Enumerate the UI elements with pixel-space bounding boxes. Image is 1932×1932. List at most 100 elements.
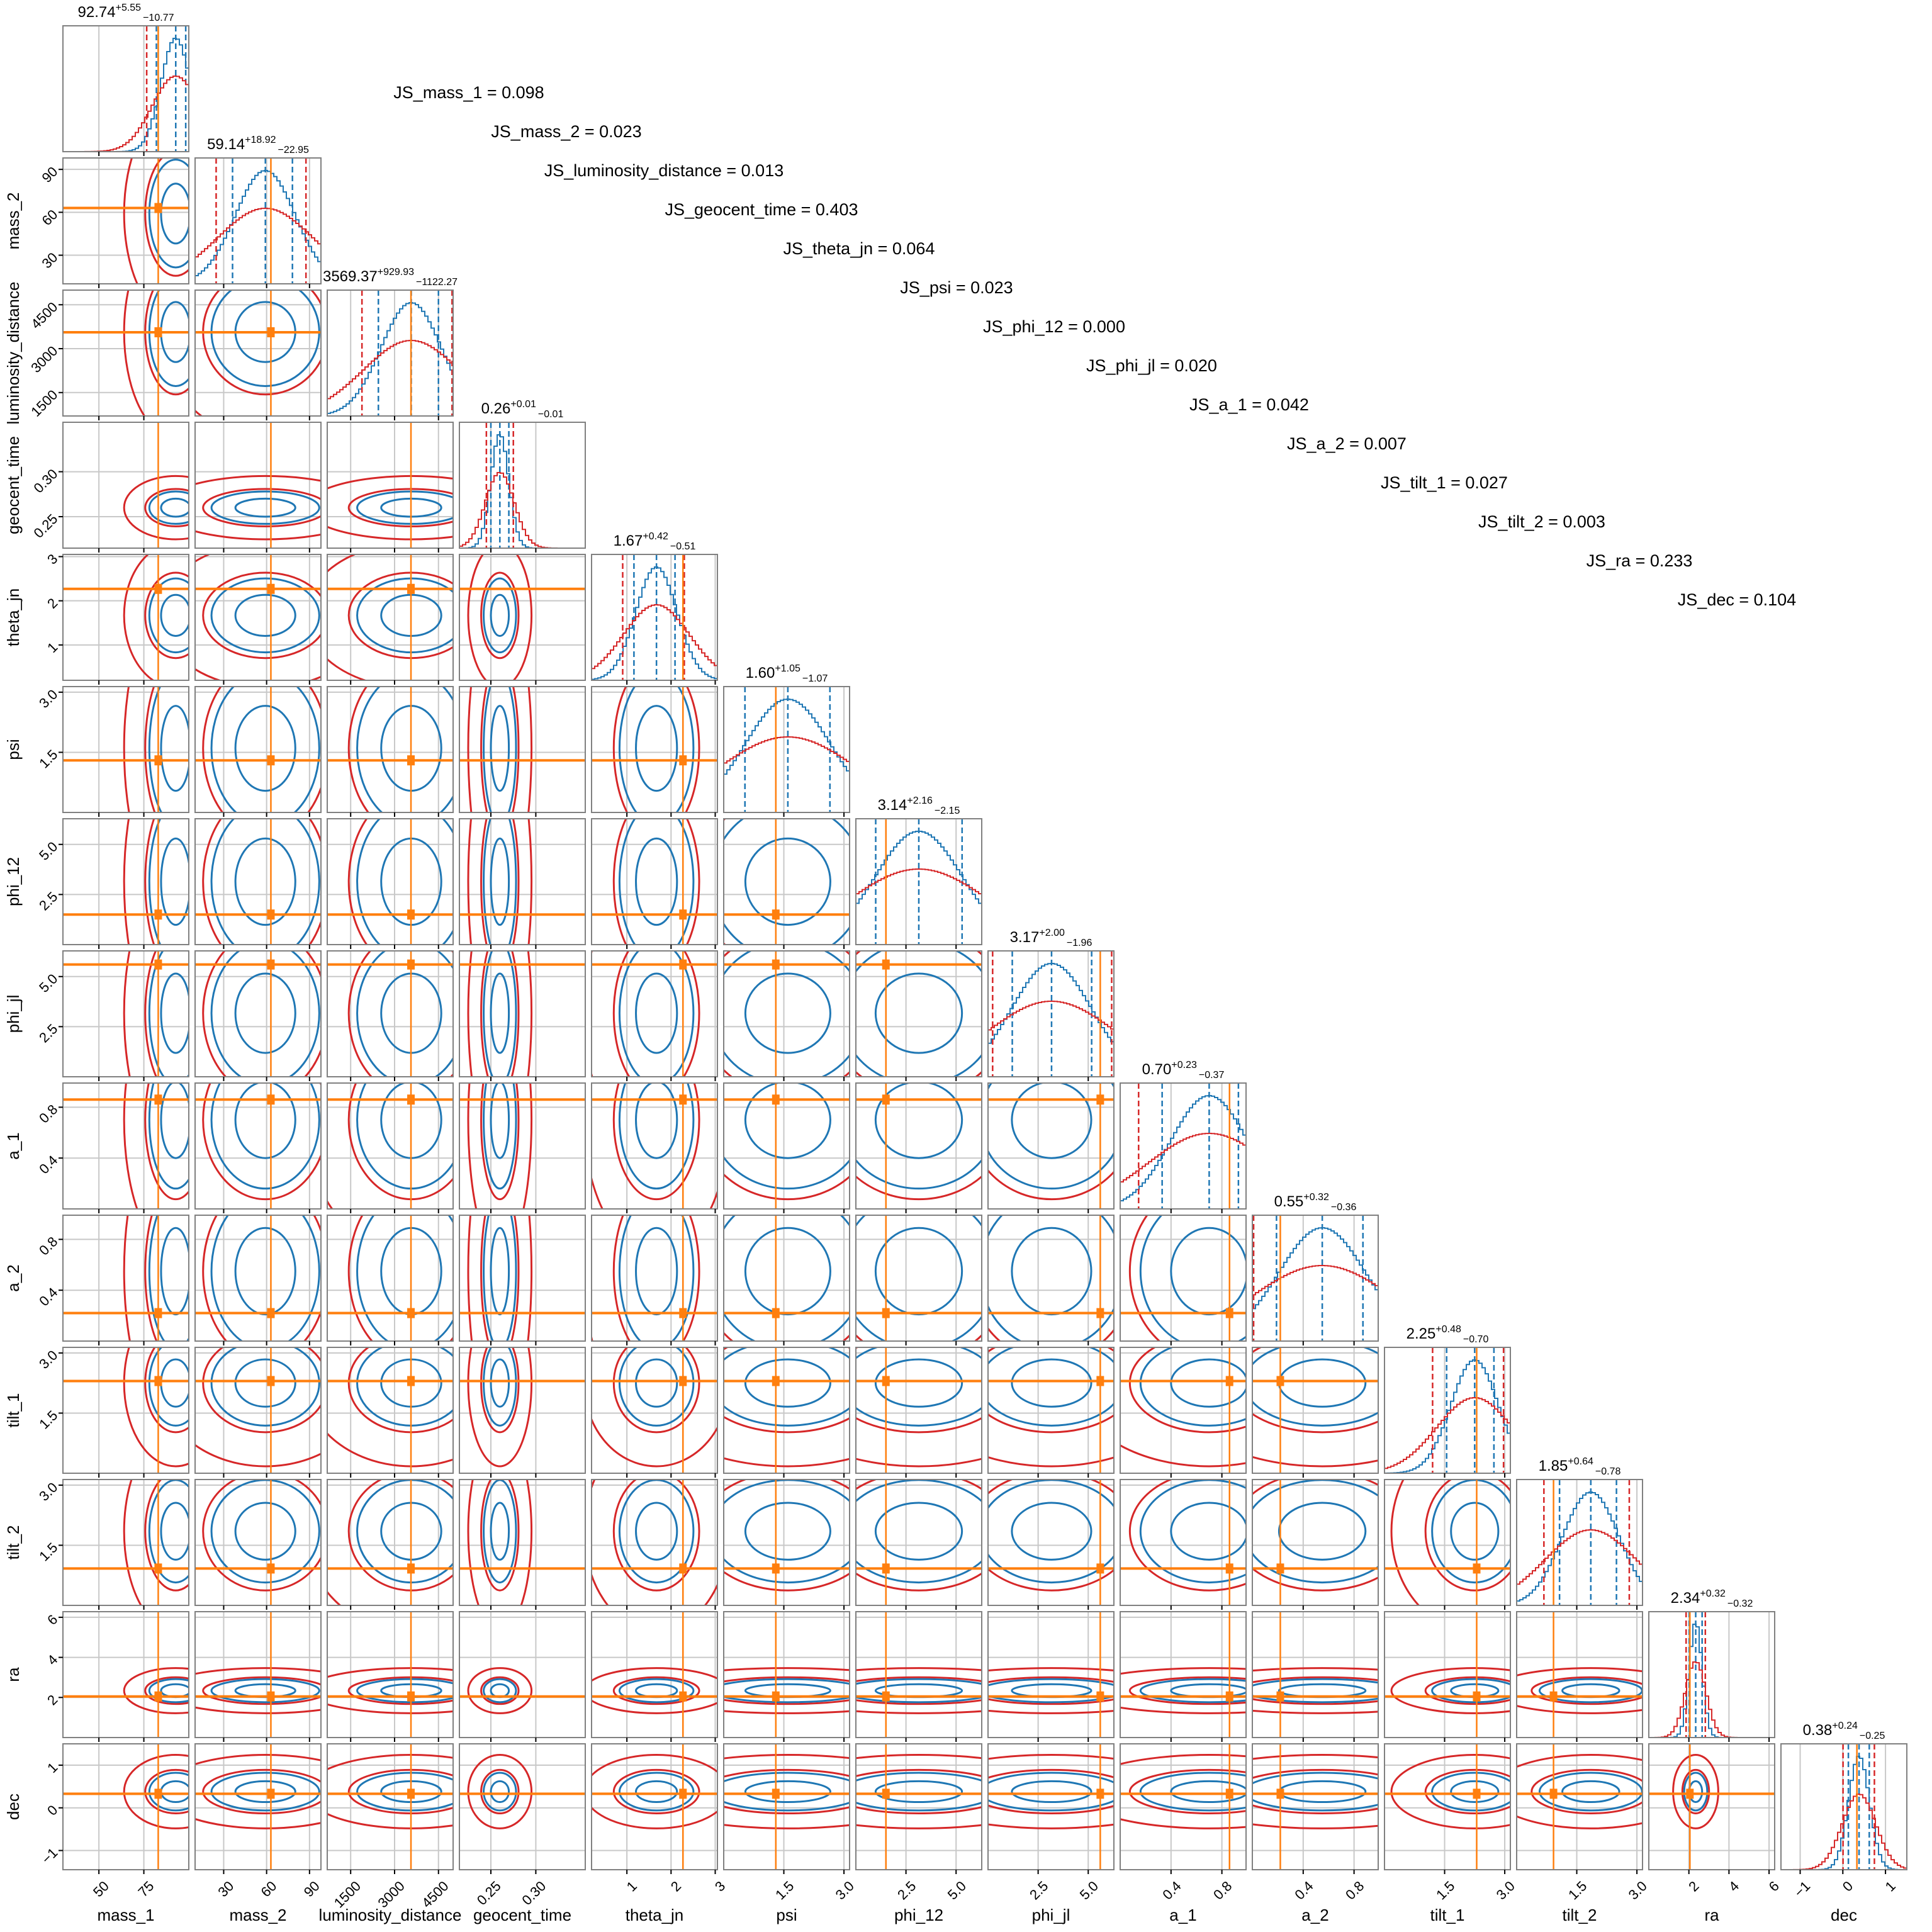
contour-b xyxy=(856,1753,982,1829)
contour-a xyxy=(490,972,510,1054)
panel-frame xyxy=(459,1743,586,1870)
panel-title: 2.34+0.32−0.32 xyxy=(1671,1588,1753,1609)
panel-frame xyxy=(327,554,454,681)
title-lower-error: −0.32 xyxy=(1727,1598,1753,1609)
contour-a xyxy=(160,593,189,637)
y-tick-label: 90 xyxy=(38,164,60,186)
contour-panel-mass_2-theta_jn xyxy=(194,554,322,685)
contour-b xyxy=(144,571,189,660)
panel-content xyxy=(63,158,189,284)
panel-frame xyxy=(987,1082,1115,1210)
contour-b xyxy=(144,951,157,1077)
x-tick-label: 5.0 xyxy=(1077,1878,1101,1902)
contour-b xyxy=(144,819,155,945)
histogram-b xyxy=(1384,1397,1510,1469)
panel-content xyxy=(592,1347,717,1473)
panel-frame xyxy=(591,1215,718,1342)
x-axis-label: geocent_time xyxy=(473,1906,571,1924)
contour-b xyxy=(988,1676,1114,1705)
panel-content xyxy=(327,819,453,945)
contour-a xyxy=(210,1083,320,1190)
contour-a xyxy=(1139,1347,1246,1427)
contour-panel-luminosity_distance-psi xyxy=(327,686,454,817)
y-axis-label: mass_2 xyxy=(4,192,23,249)
contour-a xyxy=(210,1678,320,1704)
contour-panel-geocent_time-ra xyxy=(459,1611,586,1742)
contour-b xyxy=(724,1667,850,1714)
panel-frame xyxy=(1120,1347,1247,1474)
contour-a xyxy=(724,819,850,945)
panel-frame xyxy=(1252,1479,1379,1606)
contour-b xyxy=(144,1768,189,1814)
contour-b xyxy=(467,1753,533,1829)
contour-a xyxy=(618,819,695,945)
contour-b xyxy=(724,1480,850,1592)
x-axis-label: phi_12 xyxy=(894,1906,943,1924)
panel-frame xyxy=(591,818,718,945)
contour-a xyxy=(234,837,296,926)
panel-frame xyxy=(62,1743,189,1870)
x-tick-label: 1 xyxy=(624,1878,640,1894)
panel-content xyxy=(195,554,321,680)
y-tick-label: 0.30 xyxy=(31,466,61,496)
title-lower-error: −1122.27 xyxy=(416,277,458,288)
panel-frame xyxy=(459,554,586,681)
panel-content xyxy=(1120,1612,1246,1738)
panel-frame xyxy=(327,289,454,417)
panel-content xyxy=(1252,1215,1378,1341)
panel-frame xyxy=(987,1743,1115,1870)
y-tick-label: 2.5 xyxy=(36,889,60,913)
contour-panel-mass_2-psi xyxy=(194,686,322,817)
contour-panel-mass_2-tilt_1 xyxy=(194,1347,322,1478)
contour-a xyxy=(1683,1772,1709,1812)
contour-b xyxy=(144,1676,189,1705)
contour-b xyxy=(1128,1215,1161,1341)
x-axis-label: theta_jn xyxy=(626,1906,684,1924)
js-divergence-label: JS_phi_jl = 0.020 xyxy=(1086,356,1217,375)
contour-panel-mass_2-geocent_time xyxy=(194,422,322,553)
contour-panel-mass_2-tilt_2 xyxy=(194,1479,322,1610)
panel-content xyxy=(459,422,585,548)
contour-b xyxy=(988,1347,1114,1434)
contour-b xyxy=(202,951,321,1077)
contour-panel-mass_2-a_1 xyxy=(194,1082,322,1213)
y-axis-label: phi_jl xyxy=(4,995,23,1033)
contour-panel-a_1-tilt_1 xyxy=(1120,1347,1247,1478)
y-tick-label: 4500 xyxy=(28,299,60,332)
contour-a xyxy=(148,1083,189,1190)
panel-frame xyxy=(327,818,454,945)
contour-panel-psi-tilt_2 xyxy=(723,1479,850,1610)
contour-a xyxy=(356,1215,453,1341)
panel-content xyxy=(459,1347,585,1473)
contour-a xyxy=(744,1227,831,1316)
y-axis-label: ra xyxy=(4,1667,23,1682)
panel-frame xyxy=(62,422,189,549)
panel-frame xyxy=(987,950,1115,1077)
contour-panel-luminosity_distance-tilt_2 xyxy=(327,1479,454,1610)
panel-frame xyxy=(327,1479,454,1606)
contour-a xyxy=(490,837,510,926)
contour-a xyxy=(148,951,189,1077)
title-lower-error: −0.37 xyxy=(1199,1070,1225,1081)
panel-content xyxy=(459,1744,585,1870)
panel-content xyxy=(988,1744,1114,1870)
panel-frame xyxy=(723,1611,850,1738)
panel-content xyxy=(195,1612,321,1738)
panel-frame xyxy=(327,1347,454,1474)
panel-frame xyxy=(723,1215,850,1342)
x-axis-label: mass_1 xyxy=(97,1906,154,1924)
contour-b xyxy=(202,1480,321,1592)
contour-b xyxy=(467,819,533,945)
x-tick-label: 2 xyxy=(1685,1878,1702,1894)
panel-content xyxy=(459,687,585,812)
panel-content xyxy=(1252,1480,1378,1605)
y-axis-label: a_1 xyxy=(4,1132,23,1159)
contour-b xyxy=(202,571,321,660)
contour-b xyxy=(1128,1347,1246,1434)
panel-frame xyxy=(1648,1611,1775,1738)
y-tick-label: 3 xyxy=(44,551,60,567)
contour-b xyxy=(1252,1347,1378,1434)
panel-frame xyxy=(194,686,322,813)
